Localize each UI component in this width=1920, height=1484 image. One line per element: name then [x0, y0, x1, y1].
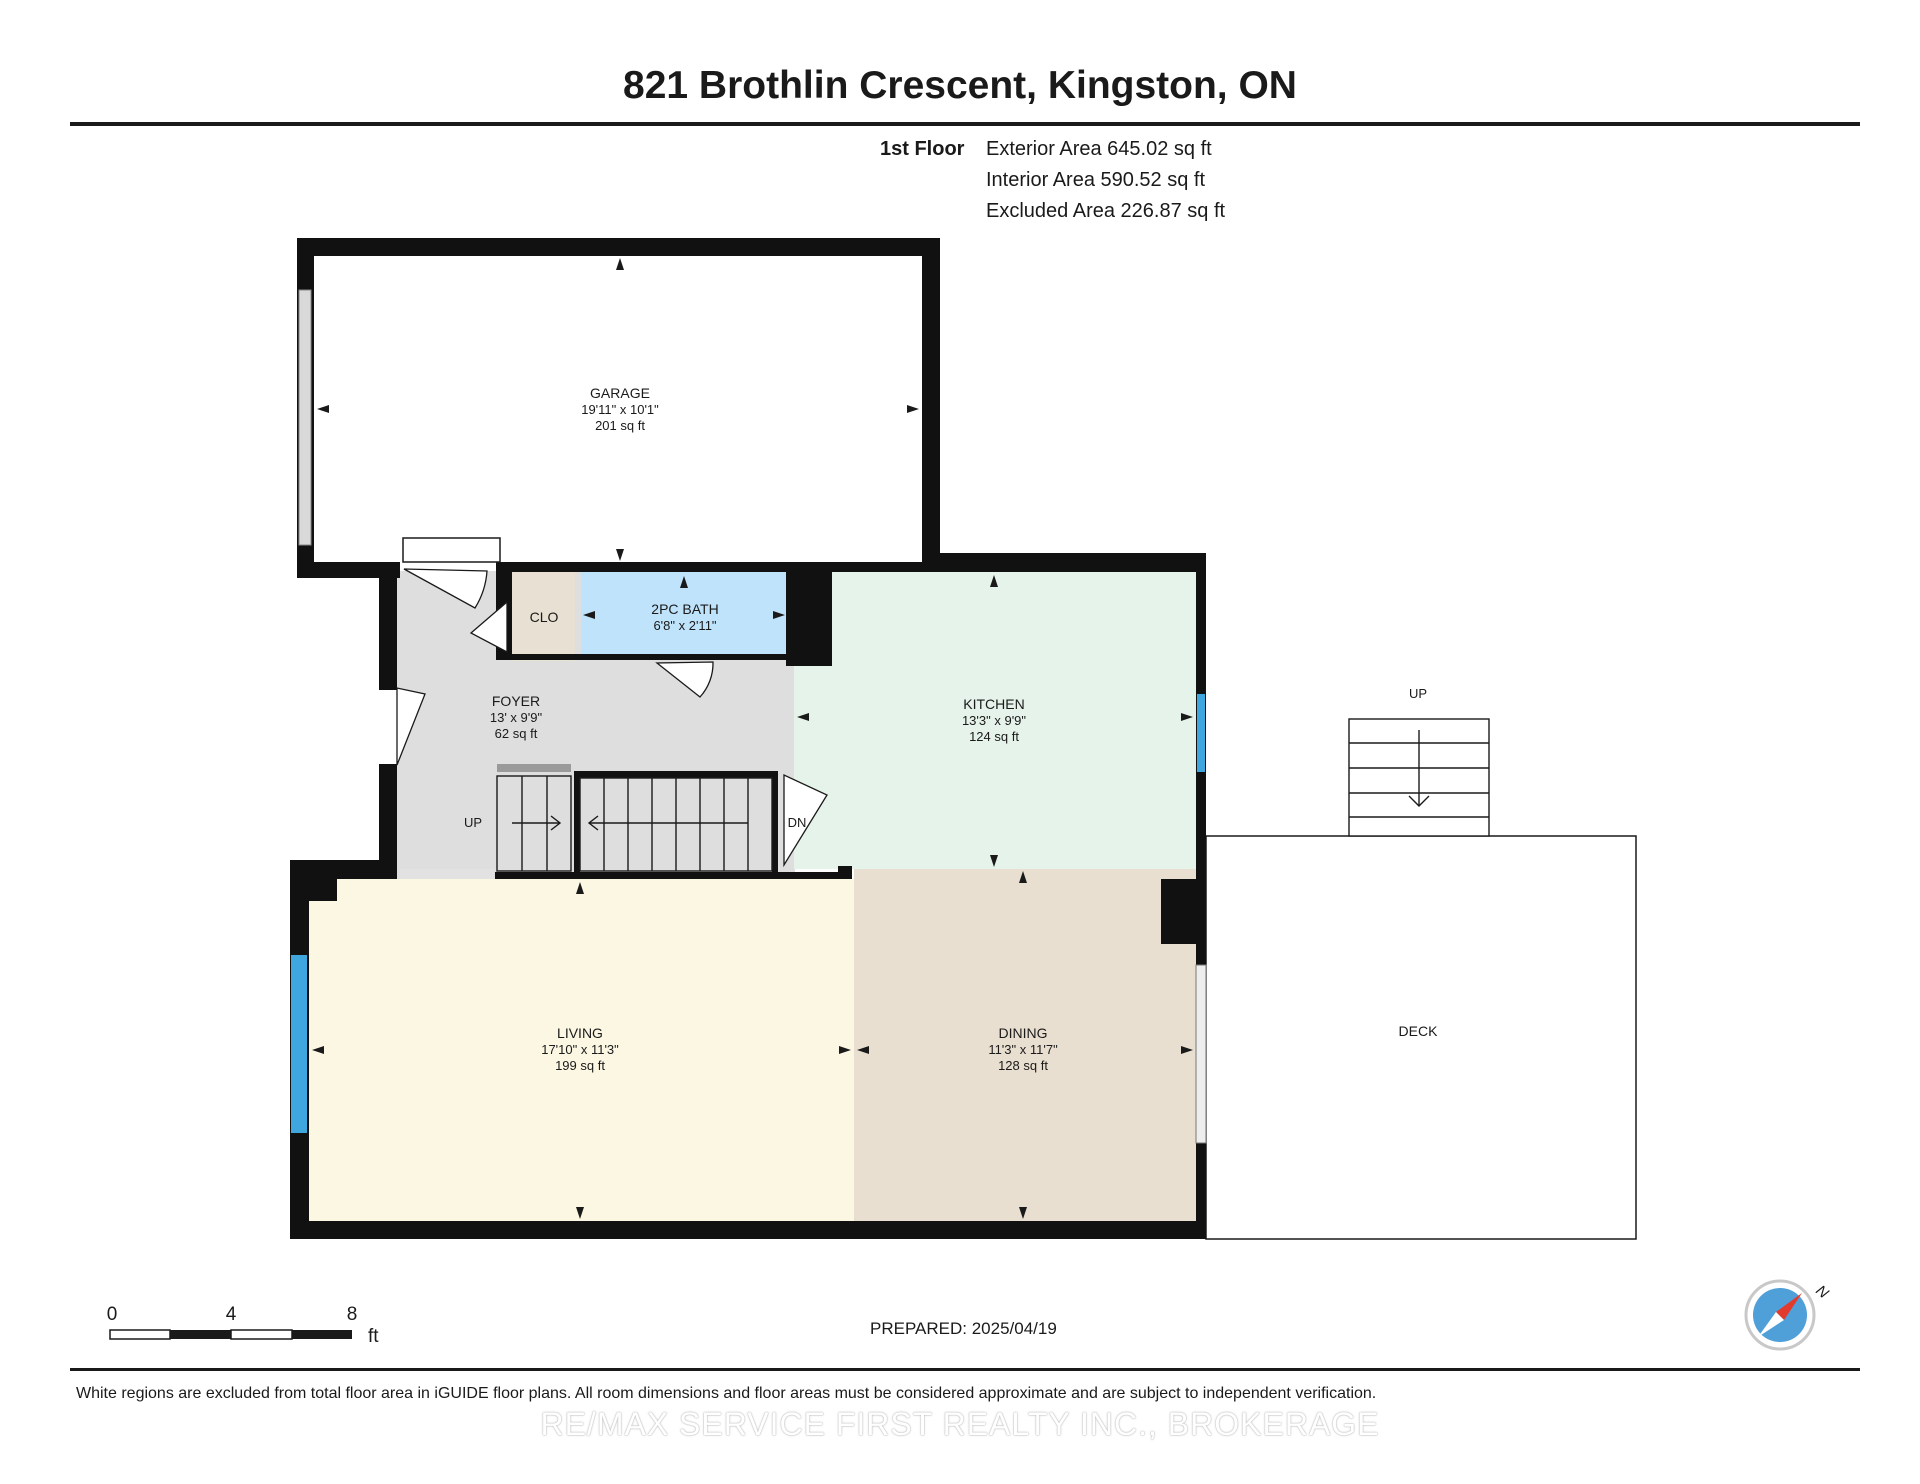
scale-zero: 0 — [107, 1304, 118, 1325]
page-title: 821 Brothlin Crescent, Kingston, ON — [623, 64, 1297, 107]
dining-dims: 11'3" x 11'7" — [988, 1042, 1058, 1057]
scale-unit: ft — [368, 1326, 379, 1347]
dimension-arrows — [312, 258, 1193, 1219]
kitchen-area: 124 sq ft — [969, 729, 1019, 744]
stair-landing — [497, 764, 571, 772]
dining-slider-door — [1195, 964, 1207, 1144]
floor-label: 1st Floor — [880, 138, 965, 160]
living-dims: 17'10" x 11'3" — [541, 1042, 619, 1057]
bath-dims: 6'8" x 2'11" — [653, 618, 716, 633]
closet-fill — [511, 571, 575, 661]
closet-name: CLO — [530, 609, 559, 625]
bath-name: 2PC BATH — [651, 601, 718, 617]
stairs-down-label: DN — [788, 815, 807, 830]
living-window — [291, 955, 307, 1133]
deck-stairs — [1348, 718, 1490, 837]
dining-name: DINING — [999, 1025, 1048, 1041]
brokerage-watermark: RE/MAX SERVICE FIRST REALTY INC., BROKER… — [540, 1406, 1380, 1442]
foyer-dims: 13' x 9'9" — [490, 710, 543, 725]
kitchen-fill — [794, 572, 1196, 869]
top-divider — [70, 122, 1860, 126]
stairs-up-label: UP — [464, 815, 482, 830]
living-area: 199 sq ft — [555, 1058, 605, 1073]
deck-name: DECK — [1399, 1023, 1439, 1039]
garage-fill — [314, 256, 922, 563]
bottom-divider — [70, 1368, 1860, 1371]
scale-mid: 4 — [226, 1304, 237, 1325]
garage-area: 201 sq ft — [595, 418, 645, 433]
deck-stairs-up-label: UP — [1409, 686, 1427, 701]
foyer-opening — [400, 869, 494, 879]
scale-bar: 0 4 8 ft — [107, 1304, 380, 1347]
scale-end: 8 — [347, 1304, 358, 1325]
garage-dims: 19'11" x 10'1" — [581, 402, 659, 417]
kitchen-dims: 13'3" x 9'9" — [962, 713, 1026, 728]
garage-name: GARAGE — [590, 385, 650, 401]
door-swings — [396, 568, 828, 868]
living-name: LIVING — [557, 1025, 603, 1041]
disclaimer: White regions are excluded from total fl… — [76, 1385, 1377, 1402]
interior-stairs — [496, 775, 773, 872]
garage-window — [298, 289, 312, 546]
kitchen-name: KITCHEN — [963, 696, 1024, 712]
garage-access-door — [402, 537, 501, 563]
dining-fill — [854, 869, 1196, 1221]
deck-outline — [1205, 835, 1637, 1240]
foyer-name: FOYER — [492, 693, 540, 709]
foyer-area: 62 sq ft — [495, 726, 538, 741]
prepared-date: PREPARED: 2025/04/19 — [870, 1319, 1057, 1338]
excluded-area: Excluded Area 226.87 sq ft — [986, 200, 1226, 222]
living-fill — [309, 879, 854, 1221]
interior-area: Interior Area 590.52 sq ft — [986, 169, 1206, 191]
exterior-area: Exterior Area 645.02 sq ft — [986, 138, 1212, 160]
compass-icon: N — [1744, 1279, 1832, 1351]
compass-north-label: N — [1812, 1282, 1831, 1302]
dining-area: 128 sq ft — [998, 1058, 1048, 1073]
kitchen-window — [1197, 694, 1205, 772]
